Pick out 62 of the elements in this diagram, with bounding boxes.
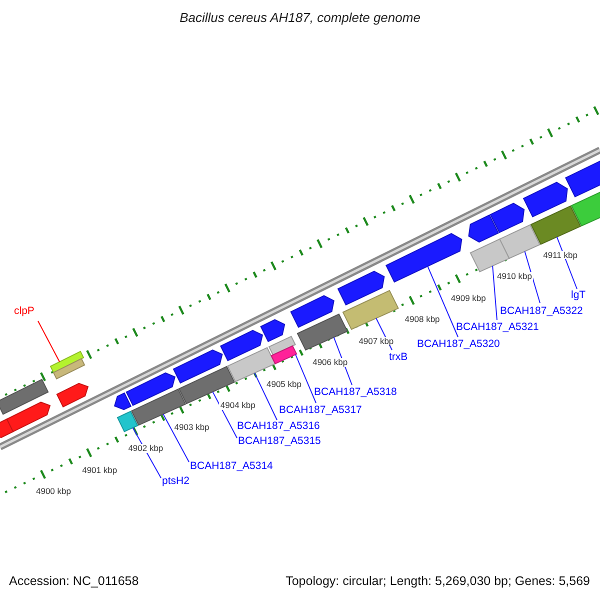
gene-label: BCAH187_A5318 <box>314 387 397 398</box>
gene-feature <box>126 372 176 406</box>
gene-feature <box>385 233 462 283</box>
gene-label: clpP <box>14 306 34 316</box>
leader-line <box>427 266 458 338</box>
gene-label: ptsH2 <box>162 476 190 486</box>
tick-label: 4910 kbp <box>496 272 533 280</box>
gene-block <box>499 224 540 260</box>
gene-block <box>0 378 49 415</box>
gene-label: BCAH187_A5314 <box>190 461 273 472</box>
tick-label: 4909 kbp <box>450 294 487 302</box>
gene-label: trxB <box>389 352 408 362</box>
leader-line <box>162 414 190 462</box>
tick-label: 4901 kbp <box>81 466 118 474</box>
gene-block <box>342 290 399 330</box>
leader-line <box>38 320 60 362</box>
tick-label: 4911 kbp <box>542 250 578 259</box>
chart-title: Bacillus cereus AH187, complete genome <box>178 11 422 24</box>
gene-feature <box>114 392 132 410</box>
gene-block <box>227 347 276 382</box>
gene-block <box>130 388 186 426</box>
leader-line <box>295 354 316 404</box>
gene-label: BCAH187_A5320 <box>417 339 500 350</box>
gene-block <box>530 205 582 245</box>
gene-label: BCAH187_A5315 <box>238 436 321 446</box>
leader-line <box>492 265 498 320</box>
gene-block <box>268 336 296 356</box>
gene-feature <box>56 382 89 408</box>
gene-block <box>470 238 510 272</box>
gene-feature <box>337 270 385 306</box>
leader-line <box>556 236 578 290</box>
gene-feature <box>6 402 51 432</box>
gene-feature <box>260 319 286 342</box>
gene-feature <box>0 418 14 438</box>
genome-summary: Topology: circular; Length: 5,269,030 bp; Genes: 5,569 <box>286 575 590 588</box>
gene-feature <box>220 330 264 362</box>
tick-label: 4907 kbp <box>358 336 395 345</box>
leader-line <box>212 391 238 438</box>
gene-block <box>270 345 298 364</box>
gene-feature <box>522 182 568 218</box>
gene-label: BCAH187_A5317 <box>279 405 362 416</box>
tick-label: 4908 kbp <box>404 315 441 324</box>
tick-label: 4905 kbp <box>266 380 302 388</box>
tick-label: 4903 kbp <box>173 422 210 431</box>
gene-label: BCAH187_A5321 <box>456 322 539 332</box>
leader-line <box>524 250 540 304</box>
tick-label: 4900 kbp <box>35 487 72 496</box>
gene-label: BCAH187_A5316 <box>237 421 320 432</box>
gene-feature <box>468 214 499 243</box>
tick-label: 4902 kbp <box>127 444 164 452</box>
leader-line <box>254 372 278 420</box>
tick-label: 4906 kbp <box>312 358 349 366</box>
tick-label: 4904 kbp <box>219 401 256 410</box>
accession-text: Accession: NC_011658 <box>9 575 139 588</box>
gene-label: BCAH187_A5322 <box>500 306 583 316</box>
gene-block <box>296 314 348 351</box>
gene-label: lgT <box>571 290 586 300</box>
gene-block <box>52 358 86 380</box>
gene-feature <box>490 202 525 234</box>
gene-feature <box>172 349 223 384</box>
gene-block <box>116 410 138 432</box>
gene-feature <box>290 295 334 328</box>
